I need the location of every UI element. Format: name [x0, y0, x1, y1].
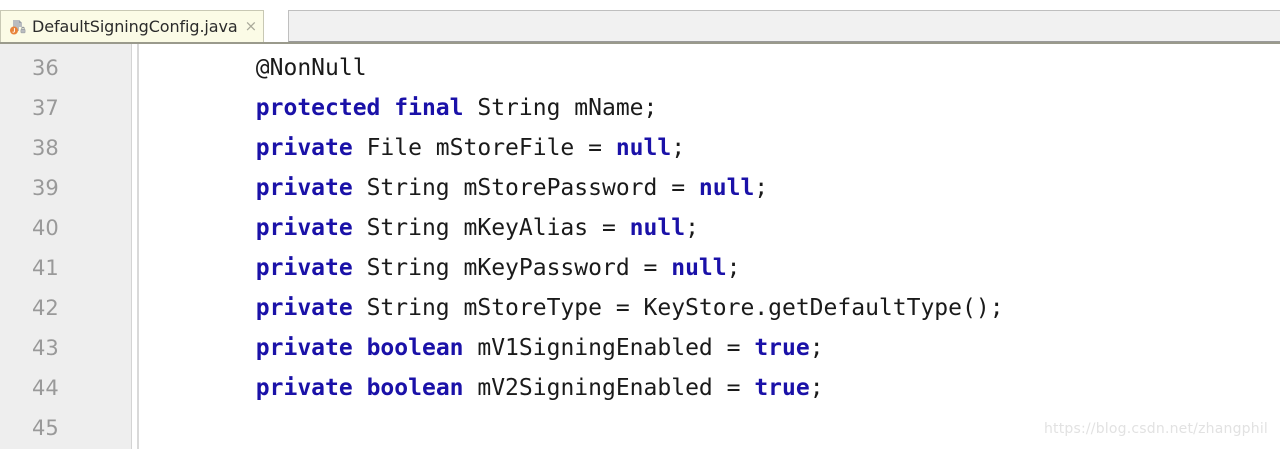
code-text: ; — [726, 255, 741, 281]
tab-default-signing-config[interactable]: DefaultSigningConfig.java × — [0, 10, 265, 42]
code-keyword: protected — [255, 95, 381, 121]
close-icon[interactable]: × — [244, 17, 258, 35]
code-text: String mKeyAlias = — [352, 215, 630, 241]
code-text: String mKeyPassword = — [352, 255, 672, 281]
code-line[interactable]: private boolean mV2SigningEnabled = true… — [145, 368, 1280, 408]
tab-label: DefaultSigningConfig.java — [32, 17, 238, 36]
tab-strip: DefaultSigningConfig.java × — [0, 10, 265, 42]
line-number: 38 — [32, 136, 59, 160]
line-number-gutter[interactable]: 36 37 38 39 40 41 42 43 44 45 — [0, 44, 132, 449]
code-text-area[interactable]: @NonNull protected final String mName; p… — [145, 44, 1280, 449]
line-number: 36 — [32, 56, 59, 80]
code-keyword: final — [394, 95, 464, 121]
code-keyword: private — [255, 295, 353, 321]
code-line[interactable]: private String mStoreType = KeyStore.get… — [145, 288, 1280, 328]
code-text — [145, 135, 256, 161]
code-line[interactable]: private File mStoreFile = null; — [145, 128, 1280, 168]
code-line[interactable]: private String mStorePassword = null; — [145, 168, 1280, 208]
code-text — [145, 175, 256, 201]
code-keyword: boolean — [366, 335, 464, 361]
code-text — [145, 375, 256, 401]
code-keyword: null — [698, 175, 755, 201]
code-keyword: private — [255, 255, 353, 281]
code-keyword: boolean — [366, 375, 464, 401]
code-text: mV1SigningEnabled = — [463, 335, 755, 361]
code-text — [145, 255, 256, 281]
code-editor[interactable]: 36 37 38 39 40 41 42 43 44 45 @NonNull protected … — [0, 44, 1280, 449]
code-keyword: true — [754, 335, 810, 361]
line-number: 44 — [32, 376, 59, 400]
code-line[interactable]: @NonNull — [145, 48, 1280, 88]
code-text: mV2SigningEnabled = — [463, 375, 755, 401]
code-text — [353, 335, 367, 361]
gutter-divider — [137, 44, 139, 449]
code-keyword: true — [754, 375, 810, 401]
line-number: 43 — [32, 336, 59, 360]
code-line[interactable]: private String mKeyAlias = null; — [145, 208, 1280, 248]
code-text: String mStorePassword = — [352, 175, 699, 201]
watermark-text: https://blog.csdn.net/zhangphil — [1043, 421, 1268, 437]
code-line[interactable]: protected final String mName; — [145, 88, 1280, 128]
line-number-list: 36 37 38 39 40 41 42 43 44 45 — [0, 44, 120, 448]
code-keyword: null — [671, 255, 727, 281]
code-text — [145, 295, 256, 321]
code-text: ; — [671, 135, 686, 161]
code-text: ; — [809, 335, 824, 361]
code-text — [380, 95, 394, 121]
code-text: @NonNull — [255, 55, 367, 81]
code-line[interactable]: private boolean mV1SigningEnabled = true… — [145, 328, 1280, 368]
code-keyword: null — [629, 215, 686, 241]
code-text: File mStoreFile = — [352, 135, 616, 161]
code-keyword: private — [255, 135, 353, 161]
code-text: String mName; — [463, 95, 658, 121]
line-number: 42 — [32, 296, 59, 320]
code-keyword: private — [255, 375, 353, 401]
tab-bar-empty-area — [288, 10, 1280, 42]
java-class-secured-icon — [9, 18, 27, 36]
code-text — [145, 335, 256, 361]
code-text — [353, 375, 367, 401]
code-keyword: private — [255, 335, 353, 361]
code-line[interactable]: private String mKeyPassword = null; — [145, 248, 1280, 288]
line-number: 45 — [32, 416, 59, 440]
code-text: ; — [754, 175, 769, 201]
code-keyword: private — [255, 175, 353, 201]
code-text — [145, 55, 256, 81]
line-number: 39 — [32, 176, 59, 200]
code-text — [145, 215, 256, 241]
tab-bar-separator — [0, 42, 1280, 44]
code-keyword: private — [255, 215, 353, 241]
line-number: 40 — [32, 216, 59, 240]
code-text: ; — [685, 215, 699, 241]
code-text: String mStoreType = KeyStore.getDefaultT… — [352, 295, 1004, 321]
editor-tab-bar: DefaultSigningConfig.java × — [0, 0, 1280, 42]
code-keyword: null — [615, 135, 672, 161]
code-text: ; — [809, 375, 824, 401]
line-number: 41 — [32, 256, 59, 280]
line-number: 37 — [32, 96, 59, 120]
code-text — [145, 95, 256, 121]
